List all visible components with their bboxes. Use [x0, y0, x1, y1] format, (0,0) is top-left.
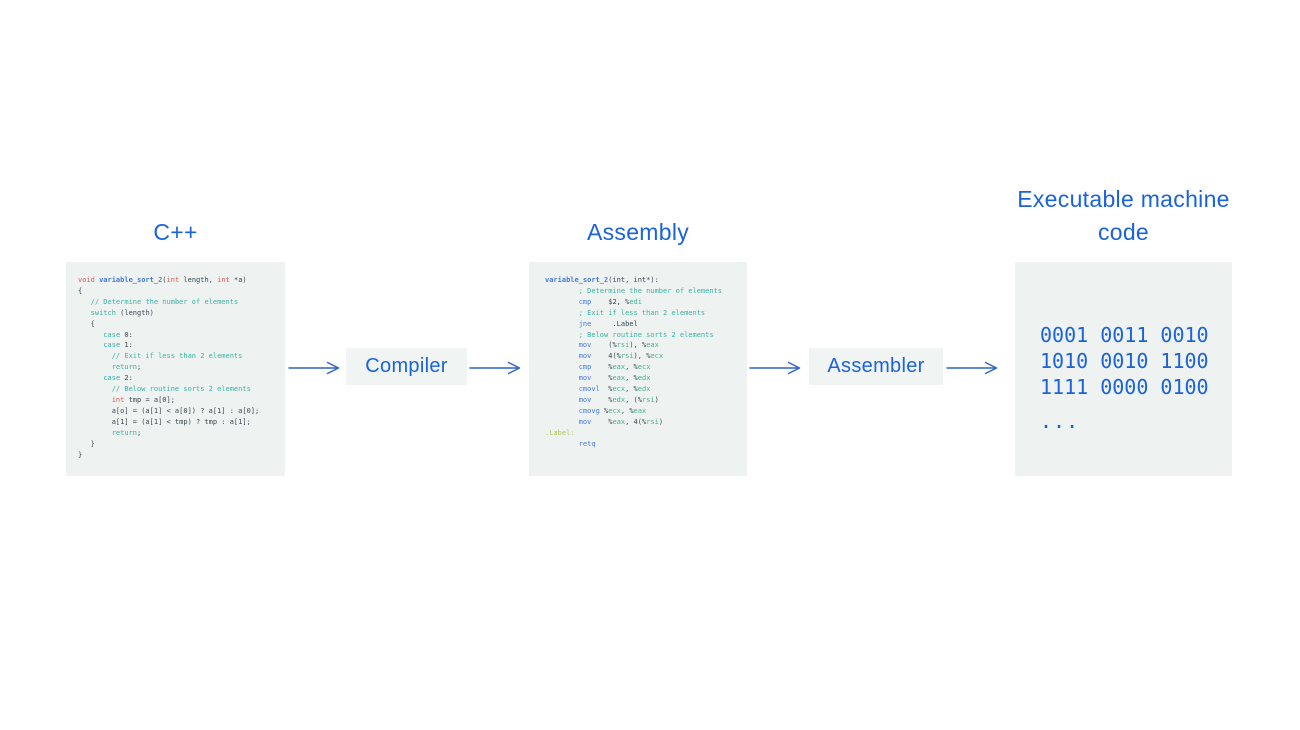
code-line: a[1] = (a[1] < tmp) ? tmp : a[1]; — [78, 417, 251, 426]
code-line: case 1: — [103, 341, 133, 350]
code-line: retq — [578, 439, 596, 448]
code-line: cmp %eax, %ecx — [578, 363, 651, 372]
code-line: variable_sort_2(int, int*): — [545, 276, 659, 284]
code-line: { — [78, 286, 83, 295]
assembly-source-panel: variable_sort_2(int, int*): ; Determine … — [529, 262, 747, 476]
arrow-compiler-to-assembly — [469, 361, 521, 375]
code-line: return; — [111, 428, 142, 437]
code-line: } — [78, 439, 95, 448]
code-line: .Label: — [545, 428, 575, 437]
code-line: 1111 0000 0100 — [1040, 375, 1209, 399]
code-line: cmovg %ecx, %eax — [578, 406, 647, 415]
code-line: case 2: — [103, 374, 133, 383]
code-line: // Exit if less than 2 elements — [111, 352, 243, 361]
code-line: a[o] = (a[1] < a[0]) ? a[1] : a[0]; — [78, 406, 260, 415]
code-line: return; — [111, 363, 142, 372]
code-line: jne .Label — [578, 319, 638, 328]
code-line: switch (length) — [90, 308, 154, 317]
stage-title-cpp: C++ — [153, 219, 198, 245]
code-line: void variable_sort_2(int length, int *a) — [78, 276, 247, 284]
code-line: mov %edx, (%rsi) — [578, 395, 659, 404]
stage-title-machine-code: Executable machine code — [1017, 186, 1230, 245]
code-line: 1010 0010 1100 — [1040, 349, 1209, 373]
compiler-box: Compiler — [346, 348, 467, 385]
code-line: // Below routine sorts 2 elements — [111, 385, 251, 394]
arrow-assembler-to-machine-code — [946, 361, 998, 375]
code-line: mov 4(%rsi), %ecx — [578, 352, 664, 361]
code-line: mov %eax, 4(%rsi) — [578, 417, 664, 426]
code-line: mov %eax, %edx — [578, 374, 651, 383]
code-line: 0001 0011 0010 — [1040, 323, 1209, 347]
stage-title-assembly: Assembly — [586, 219, 690, 245]
code-line: case 0: — [103, 330, 133, 339]
code-line: cmovl %ecx, %edx — [578, 385, 651, 394]
code-line: mov (%rsi), %eax — [578, 341, 659, 350]
code-line: ... — [1040, 409, 1080, 433]
code-line: ; Determine the number of elements — [578, 286, 723, 295]
arrow-assembly-to-assembler — [749, 361, 801, 375]
assembler-box: Assembler — [809, 348, 943, 385]
code-line: { — [78, 319, 95, 328]
code-line: // Determine the number of elements — [90, 297, 239, 306]
code-line: } — [78, 450, 83, 459]
code-line: ; Below routine sorts 2 elements — [578, 330, 714, 339]
code-line: int tmp = a[0]; — [111, 395, 175, 404]
code-line: cmp $2, %edi — [578, 297, 642, 306]
code-line: ; Exit if less than 2 elements — [578, 308, 706, 317]
arrow-cpp-to-compiler — [288, 361, 340, 375]
cpp-source-panel: void variable_sort_2(int length, int *a)… — [66, 262, 285, 476]
